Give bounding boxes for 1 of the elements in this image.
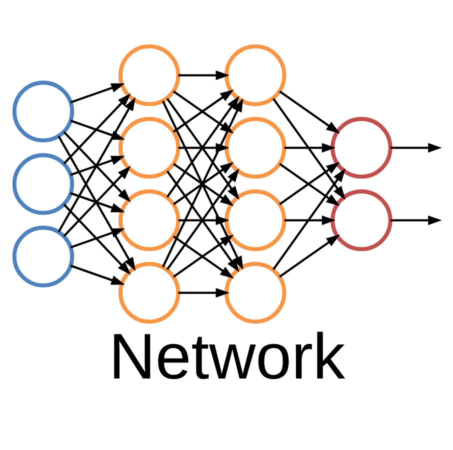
diagram-title: Network xyxy=(108,320,345,393)
